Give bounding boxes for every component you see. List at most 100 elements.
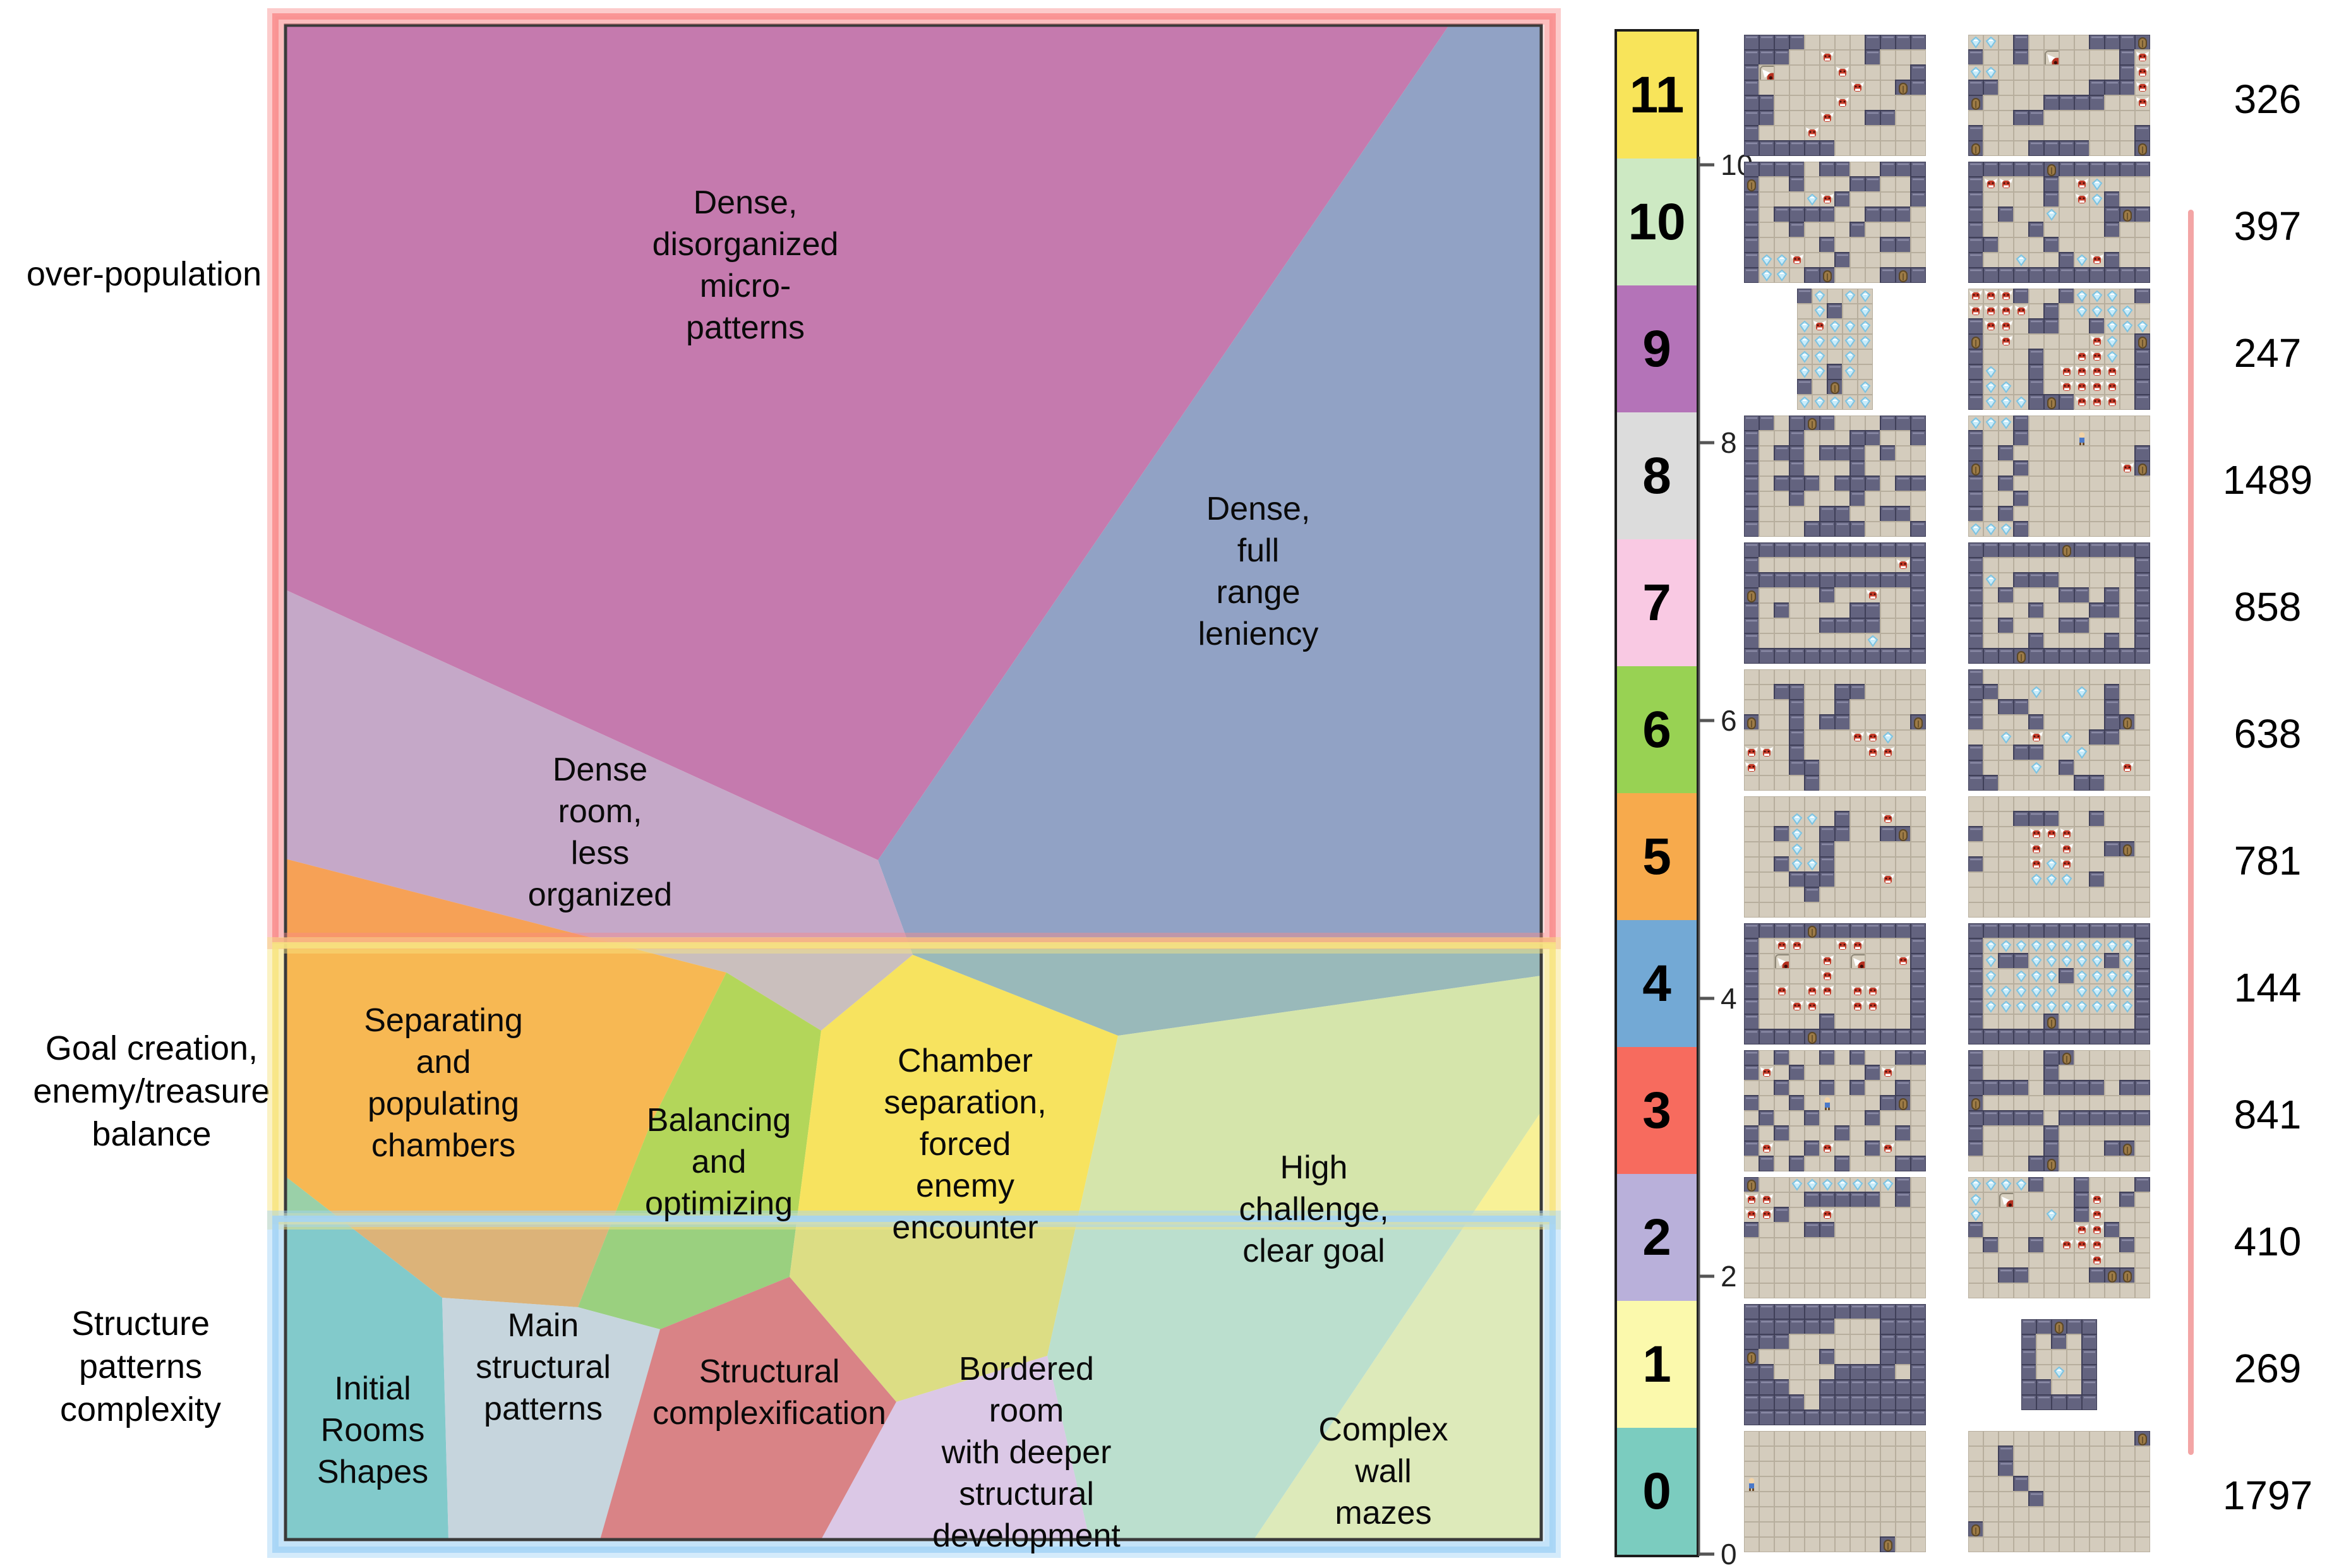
region-label-dense-room: Dense room, less organized	[527, 751, 673, 913]
level-thumbnail-6-0	[1744, 669, 1926, 791]
colorbar-block-0: 0	[1617, 1428, 1697, 1555]
axis-tick-label-2: 2	[1721, 1260, 1737, 1293]
region-label-separating: Separating and populating chambers	[364, 1002, 523, 1164]
level-thumbnail-2-1	[1968, 1176, 2150, 1298]
region-dense-full	[878, 25, 1541, 1036]
colorbar-block-7: 7	[1617, 539, 1697, 666]
region-label-structural-complex: Structural complexification	[652, 1353, 886, 1432]
level-thumbnail-8-0	[1744, 415, 1926, 537]
colorbar-number-7: 7	[1642, 573, 1671, 631]
cluster-count-6: 638	[2234, 711, 2302, 757]
axis-tick-label-4: 4	[1721, 982, 1737, 1015]
level-thumbnail-10-1	[1968, 161, 2150, 283]
colorbar-block-5: 5	[1617, 793, 1697, 920]
level-thumbnail-3-1	[1968, 1050, 2150, 1171]
colorbar-block-6: 6	[1617, 666, 1697, 793]
level-thumbnail-4-0	[1744, 923, 1926, 1044]
cluster-count-1: 269	[2234, 1346, 2302, 1391]
region-label-dense-micro: Dense, disorganized micro-patterns	[652, 184, 839, 346]
level-thumbnail-7-0	[1744, 542, 1926, 664]
cluster-count-3: 841	[2234, 1092, 2302, 1137]
band-structure-edge	[272, 1216, 1556, 1553]
level-thumbnail-11-1	[1968, 34, 2150, 156]
colorbar-block-2: 2	[1617, 1174, 1697, 1301]
region-label-chamber: Chamber separation, forced enemy encount…	[884, 1043, 1047, 1246]
level-thumbnail-5-1	[1968, 796, 2150, 918]
colorbar-number-3: 3	[1642, 1081, 1671, 1139]
colorbar-block-8: 8	[1617, 412, 1697, 539]
region-chamber	[790, 955, 1118, 1402]
level-thumbnail-7-1	[1968, 542, 2150, 664]
colorbar-number-8: 8	[1642, 446, 1671, 505]
colorbar-number-0: 0	[1642, 1462, 1671, 1520]
cluster-count-9: 247	[2234, 330, 2302, 376]
region-bordered-room	[821, 1356, 1090, 1540]
region-structural-complex	[600, 1277, 896, 1540]
region-label-main-structural: Main structural patterns	[476, 1307, 611, 1427]
axis-tick-label-8: 8	[1721, 426, 1737, 459]
level-thumbnail-9-0	[1797, 288, 1873, 410]
level-thumbnail-8-1	[1968, 415, 2150, 537]
voronoi-border	[284, 23, 1543, 1541]
region-dense-room	[286, 590, 913, 1031]
cluster-count-11: 326	[2234, 76, 2302, 122]
colorbar-block-10: 10	[1617, 159, 1697, 285]
level-thumbnail-5-0	[1744, 796, 1926, 918]
region-label-complex-mazes: Complex wall mazes	[1318, 1411, 1448, 1531]
level-thumbnail-0-1	[1968, 1430, 2150, 1552]
region-high-challenge	[1047, 976, 1541, 1540]
cluster-count-0: 1797	[2222, 1473, 2313, 1518]
voronoi-map	[267, 8, 1561, 1558]
colorbar-block-4: 4	[1617, 920, 1697, 1047]
region-initial-rooms	[286, 1176, 448, 1540]
cluster-count-8: 1489	[2222, 457, 2313, 503]
level-thumbnail-1-0	[1744, 1303, 1926, 1425]
region-separating	[286, 859, 726, 1307]
colorbar-number-9: 9	[1642, 320, 1671, 378]
label-over-population: over-population	[26, 255, 262, 293]
region-label-bordered-room: Bordered room with deeper structural dev…	[932, 1351, 1121, 1554]
band-goal-creation-fill	[275, 945, 1553, 1221]
level-thumbnail-6-1	[1968, 669, 2150, 791]
level-thumbnail-2-0	[1744, 1176, 1926, 1298]
level-thumbnail-3-0	[1744, 1050, 1926, 1171]
region-label-dense-full: Dense, full range leniency	[1198, 491, 1319, 652]
level-thumbnail-4-1	[1968, 923, 2150, 1044]
axis-tick-label-6: 6	[1721, 704, 1737, 737]
colorbar-block-9: 9	[1617, 285, 1697, 412]
cluster-count-2: 410	[2234, 1219, 2302, 1264]
region-label-balancing: Balancing and optimizing	[644, 1102, 793, 1222]
cluster-count-7: 858	[2234, 584, 2302, 630]
colorbar-number-5: 5	[1642, 827, 1671, 885]
colorbar-number-1: 1	[1642, 1335, 1671, 1393]
cluster-count-10: 397	[2234, 203, 2302, 249]
level-thumbnail-10-0	[1744, 161, 1926, 283]
colorbar-number-10: 10	[1628, 193, 1686, 251]
range-indicator-line	[2188, 210, 2194, 1455]
colorbar-block-11: 11	[1617, 32, 1697, 159]
cluster-count-4: 144	[2234, 965, 2302, 1010]
colorbar-number-11: 11	[1629, 66, 1685, 124]
band-over-population-edge	[272, 13, 1556, 944]
cluster-count-5: 781	[2234, 838, 2302, 883]
label-structure-patterns: Structure patterns complexity	[59, 1305, 222, 1428]
colorbar-number-6: 6	[1642, 700, 1671, 758]
label-goal-creation: Goal creation, enemy/treasure balance	[33, 1029, 270, 1153]
region-balancing	[578, 973, 821, 1329]
level-thumbnail-0-0	[1744, 1430, 1926, 1552]
level-thumbnail-9-1	[1968, 288, 2150, 410]
colorbar-block-3: 3	[1617, 1047, 1697, 1174]
region-label-high-challenge: High challenge, clear goal	[1239, 1149, 1389, 1269]
region-dense-micro	[286, 25, 1449, 860]
band-structure-fill	[275, 1219, 1553, 1550]
band-over-population-fill	[275, 16, 1553, 941]
region-main-structural	[442, 1298, 660, 1540]
axis-tick-label-0: 0	[1721, 1538, 1737, 1568]
level-thumbnail-1-1	[2021, 1319, 2097, 1410]
level-thumbnail-11-0	[1744, 34, 1926, 156]
colorbar-number-4: 4	[1642, 954, 1671, 1012]
